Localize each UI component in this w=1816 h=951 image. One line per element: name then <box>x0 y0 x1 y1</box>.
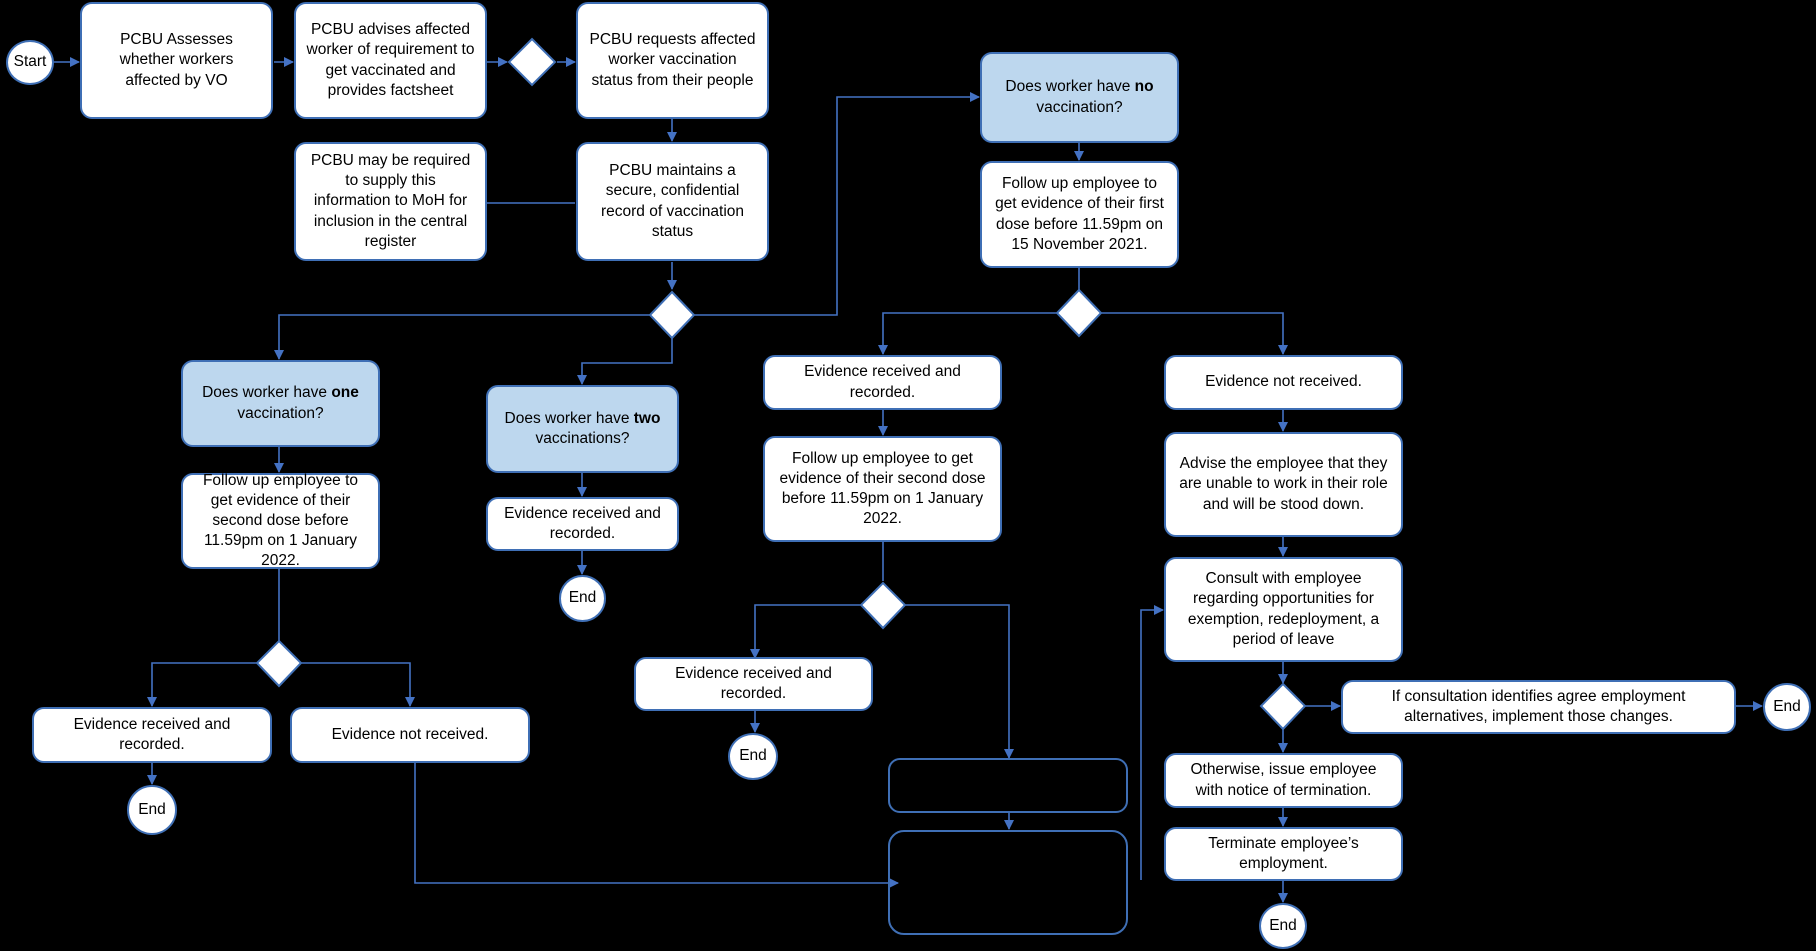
decision-diamond <box>1259 682 1307 731</box>
end-node-mid: End <box>728 733 778 780</box>
notice-termination-step: Otherwise, issue employee with notice of… <box>1164 753 1403 808</box>
connector-diamond3-received <box>750 604 861 659</box>
question-no-vaccination: Does worker have no vaccination? <box>980 52 1179 143</box>
decision-diamond <box>859 581 907 630</box>
decision-diamond <box>507 37 557 87</box>
evidence-received-two: Evidence received and recorded. <box>486 497 679 551</box>
end-node-alternatives: End <box>1763 683 1811 731</box>
empty-box-upper <box>888 758 1128 813</box>
agree-alternatives-step: If consultation identifies agree employm… <box>1341 680 1736 734</box>
connector-diamond-left-received <box>147 662 257 707</box>
connector-diamond-two <box>577 337 673 385</box>
consult-step: Consult with employee regarding opportun… <box>1164 557 1403 662</box>
end-node-two: End <box>559 575 606 622</box>
connector-diamond-left-notreceived <box>301 662 415 707</box>
connector-diamond3-right <box>905 604 1014 759</box>
question-two-vaccinations: Does worker have two vaccinations? <box>486 385 679 473</box>
question-one-vaccination: Does worker have one vaccination? <box>181 360 380 447</box>
empty-box-merge <box>888 830 1128 935</box>
end-node-terminate: End <box>1259 903 1307 949</box>
end-node-left: End <box>127 785 177 835</box>
connector-notreceived-merge <box>414 763 899 888</box>
followup-second-dose-mid: Follow up employee to get evidence of th… <box>763 436 1002 542</box>
terminate-step: Terminate employee’s employment. <box>1164 827 1403 881</box>
evidence-not-received-right: Evidence not received. <box>1164 355 1403 410</box>
advise-stood-down: Advise the employee that they are unable… <box>1164 432 1403 537</box>
assess-step: PCBU Assesses whether workers affected b… <box>80 2 273 119</box>
maintain-step: PCBU maintains a secure, confidential re… <box>576 142 769 261</box>
connector-merge-consult <box>1140 605 1164 880</box>
decision-diamond <box>255 639 303 688</box>
evidence-received-mid: Evidence received and recorded. <box>763 355 1002 410</box>
supply-step: PCBU may be required to supply this info… <box>294 142 487 261</box>
decision-diamond <box>1055 288 1103 338</box>
request-step: PCBU requests affected worker vaccinatio… <box>576 2 769 119</box>
connector-diamond-none <box>694 92 980 316</box>
connector-diamond-mid-received <box>878 312 1057 355</box>
advise-step: PCBU advises affected worker of requirem… <box>294 2 487 119</box>
evidence-not-received-left: Evidence not received. <box>290 707 530 763</box>
connector-diamond-one <box>274 314 650 360</box>
followup-second-dose-left: Follow up employee to get evidence of th… <box>181 472 380 569</box>
evidence-received-mid-lower: Evidence received and recorded. <box>634 657 873 711</box>
evidence-received-left: Evidence received and recorded. <box>32 707 272 763</box>
followup-first-dose: Follow up employee to get evidence of th… <box>980 161 1179 268</box>
connector-diamond-mid-notreceived <box>1101 312 1288 355</box>
decision-diamond <box>648 290 696 340</box>
start-node: Start <box>6 40 54 85</box>
